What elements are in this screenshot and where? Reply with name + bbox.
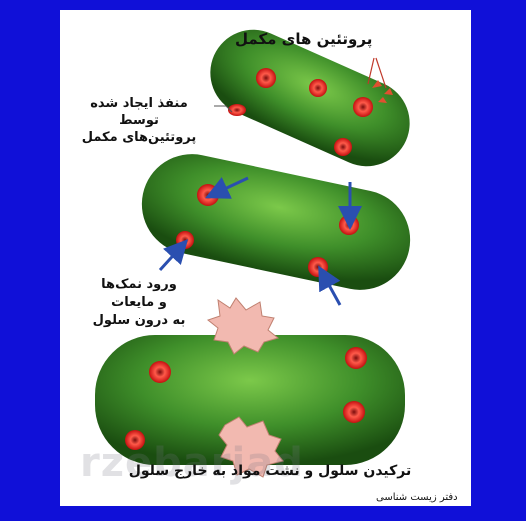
pore-8 <box>176 231 194 249</box>
label-pore-line3: پروتئین‌های مکمل <box>66 129 212 146</box>
label-influx-line2: و مایعات <box>66 294 212 312</box>
label-influx-line1: ورود نمک‌ها <box>66 276 212 294</box>
label-pore-line2: توسط <box>66 112 212 129</box>
pore-9 <box>308 257 328 277</box>
pore-3 <box>353 97 373 117</box>
label-complement-proteins: پروتئین های مکمل <box>235 30 372 48</box>
pore-12 <box>343 401 365 423</box>
label-influx: ورود نمک‌ها و مایعات به درون سلول <box>66 276 212 330</box>
label-pore: منفذ ایجاد شده توسط پروتئین‌های مکمل <box>66 95 212 146</box>
label-pore-line1: منفذ ایجاد شده <box>66 95 212 112</box>
label-influx-line3: به درون سلول <box>66 312 212 330</box>
label-source: دفتر زیست شناسی <box>376 492 458 503</box>
pore-11 <box>345 347 367 369</box>
label-burst: ترکیدن سلول و نشت مواد به خارج سلول <box>120 463 420 479</box>
pore-6 <box>197 184 219 206</box>
pore-2 <box>309 79 327 97</box>
pore-4 <box>334 138 352 156</box>
pore-10 <box>149 361 171 383</box>
pore-1 <box>256 68 276 88</box>
